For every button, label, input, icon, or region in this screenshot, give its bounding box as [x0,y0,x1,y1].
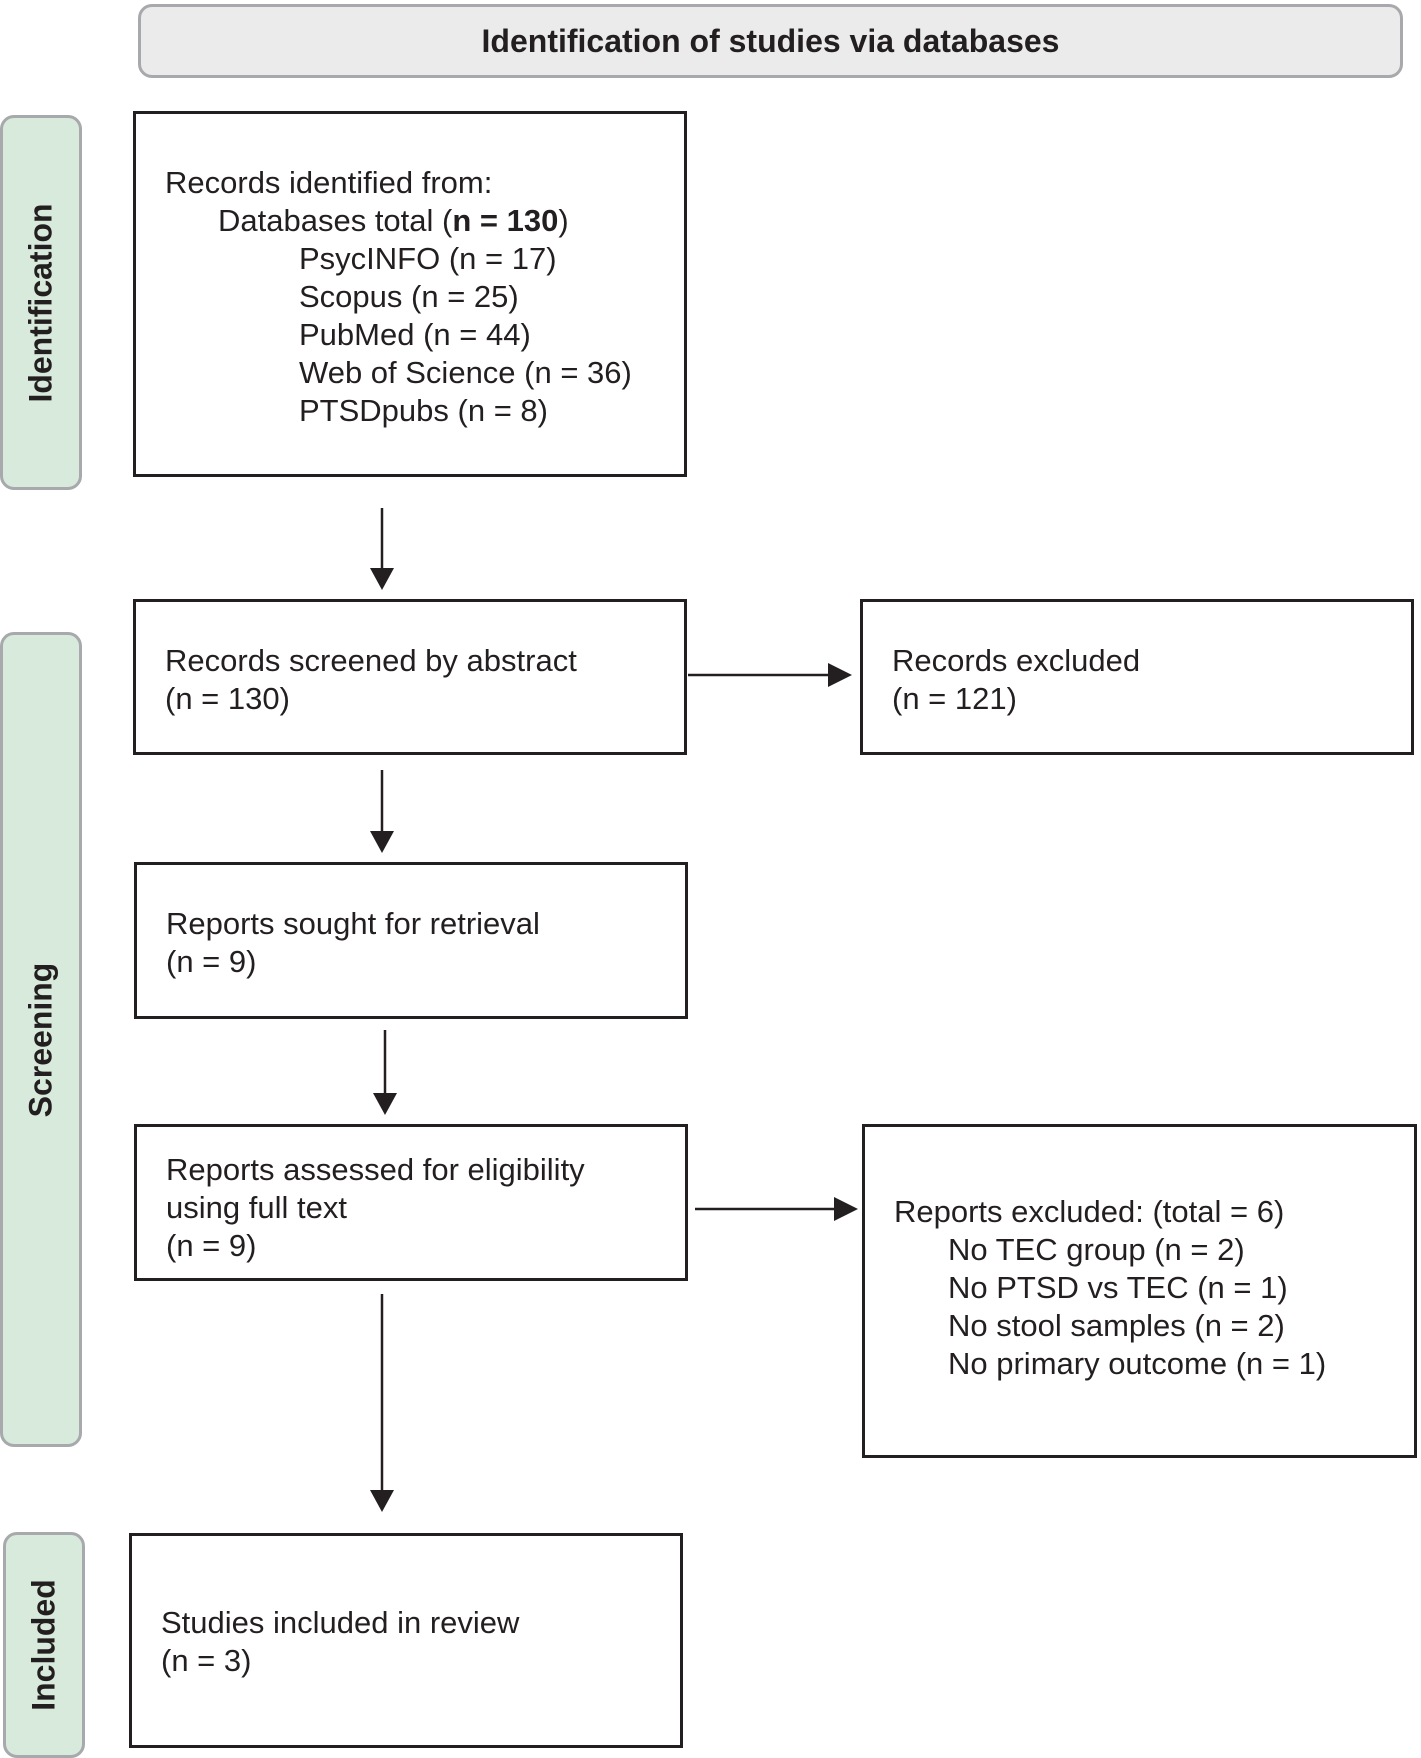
records-screened-count: (n = 130) [165,681,290,716]
reports-sought-label: Reports sought for retrieval [166,906,540,941]
reason-no-primary-outcome: No primary outcome (n = 1) [948,1346,1327,1381]
reason-no-tec-group: No TEC group (n = 2) [948,1232,1245,1267]
databases-total-count: n = 130 [452,203,559,238]
reports-assessed-box: Reports assessed for eligibility using f… [134,1124,688,1281]
arrowhead-screened-to-excluded [828,663,852,687]
phase-included: Included [3,1532,85,1758]
records-excluded-box: Records excluded (n = 121) [860,599,1414,755]
reports-assessed-method: using full text [166,1190,347,1225]
records-screened-label: Records screened by abstract [165,643,577,678]
arrowhead-assessed-to-included [370,1490,394,1512]
reason-no-stool-samples: No stool samples (n = 2) [948,1308,1285,1343]
reports-assessed-count: (n = 9) [166,1228,257,1263]
arrowhead-identified-to-screened [370,568,394,590]
reports-assessed-label: Reports assessed for eligibility [166,1152,585,1187]
source-ptsdpubs: PTSDpubs (n = 8) [299,393,548,428]
phase-screening: Screening [0,632,82,1447]
header-title: Identification of studies via databases [481,22,1060,59]
reports-sought-count: (n = 9) [166,944,257,979]
diagram-header: Identification of studies via databases [138,4,1403,78]
reason-no-ptsd-vs-tec: No PTSD vs TEC (n = 1) [948,1270,1288,1305]
arrowhead-screened-to-sought [370,831,394,853]
records-screened-box: Records screened by abstract (n = 130) [133,599,687,755]
databases-total: Databases total (n = 130) [218,203,569,238]
source-psycinfo: PsycINFO (n = 17) [299,241,557,276]
records-excluded-count: (n = 121) [892,681,1017,716]
records-identified-heading: Records identified from: [165,165,493,200]
arrowhead-sought-to-assessed [373,1093,397,1115]
records-excluded-label: Records excluded [892,643,1141,678]
source-pubmed: PubMed (n = 44) [299,317,531,352]
reports-sought-box: Reports sought for retrieval (n = 9) [134,862,688,1019]
reports-excluded-box: Reports excluded: (total = 6) No TEC gro… [862,1124,1417,1458]
phase-identification: Identification [0,115,82,490]
source-web-of-science: Web of Science (n = 36) [299,355,632,390]
reports-excluded-heading: Reports excluded: (total = 6) [894,1194,1285,1229]
records-identified-box: Records identified from: Databases total… [133,111,687,477]
studies-included-box: Studies included in review (n = 3) [129,1533,683,1748]
arrowhead-assessed-to-excluded [834,1197,858,1221]
source-scopus: Scopus (n = 25) [299,279,519,314]
studies-included-label: Studies included in review [161,1605,520,1640]
studies-included-count: (n = 3) [161,1643,252,1678]
